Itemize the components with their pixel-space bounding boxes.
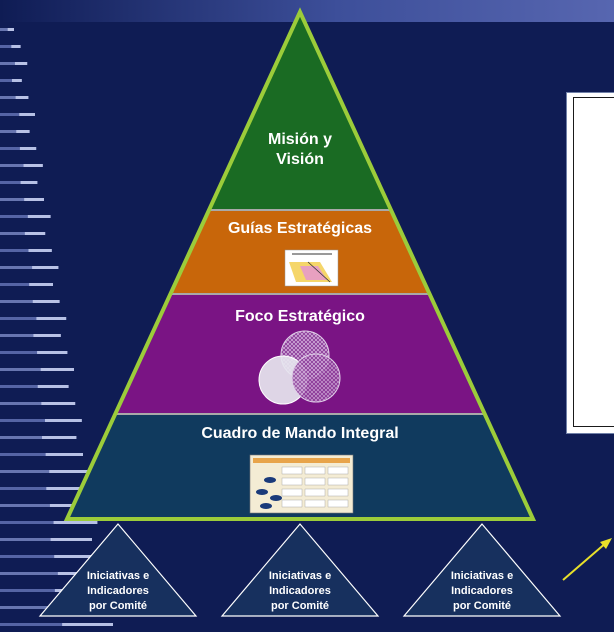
base-label-1-line2: Indicadores <box>87 585 149 597</box>
base-triangle-3 <box>402 523 562 617</box>
guias-thumbnail <box>284 249 339 287</box>
base-label-2: Iniciativas e Indicadores por Comité <box>250 569 350 614</box>
top-gradient-band <box>0 0 614 22</box>
base-label-3-line3: por Comité <box>452 600 512 612</box>
base-label-1-line3: por Comité <box>88 600 148 612</box>
pyramid-outline <box>63 7 537 521</box>
base-label-3: Iniciativas e Indicadores por Comité <box>432 569 532 614</box>
side-panel-frame <box>573 97 614 427</box>
side-panel <box>566 92 614 434</box>
base-label-2-line3: por Comité <box>270 600 330 612</box>
mision-label-line1: Misión y <box>267 131 332 148</box>
mision-vision-label: Misión y Visión <box>215 130 385 170</box>
base-label-2-line2: Indicadores <box>269 585 331 597</box>
cmi-thumbnail <box>249 454 354 514</box>
foco-estrategico-label: Foco Estratégico <box>235 308 365 325</box>
base-label-1-line1: Iniciativas e <box>86 570 150 582</box>
base-label-1: Iniciativas e Indicadores por Comité <box>68 569 168 614</box>
base-label-3-line1: Iniciativas e <box>450 570 514 582</box>
base-label-2-line1: Iniciativas e <box>268 570 332 582</box>
mision-label-line2: Visión <box>276 151 324 168</box>
base-triangle-2 <box>220 523 380 617</box>
base-label-3-line2: Indicadores <box>451 585 513 597</box>
yellow-arrow <box>562 538 612 581</box>
foco-venn-diagram <box>258 330 341 405</box>
guias-estrategicas-label: Guías Estratégicas <box>227 220 373 237</box>
base-triangle-1 <box>38 523 198 617</box>
base-triangles <box>38 523 562 617</box>
cuadro-mando-label: Cuadro de Mando Integral <box>201 425 399 442</box>
